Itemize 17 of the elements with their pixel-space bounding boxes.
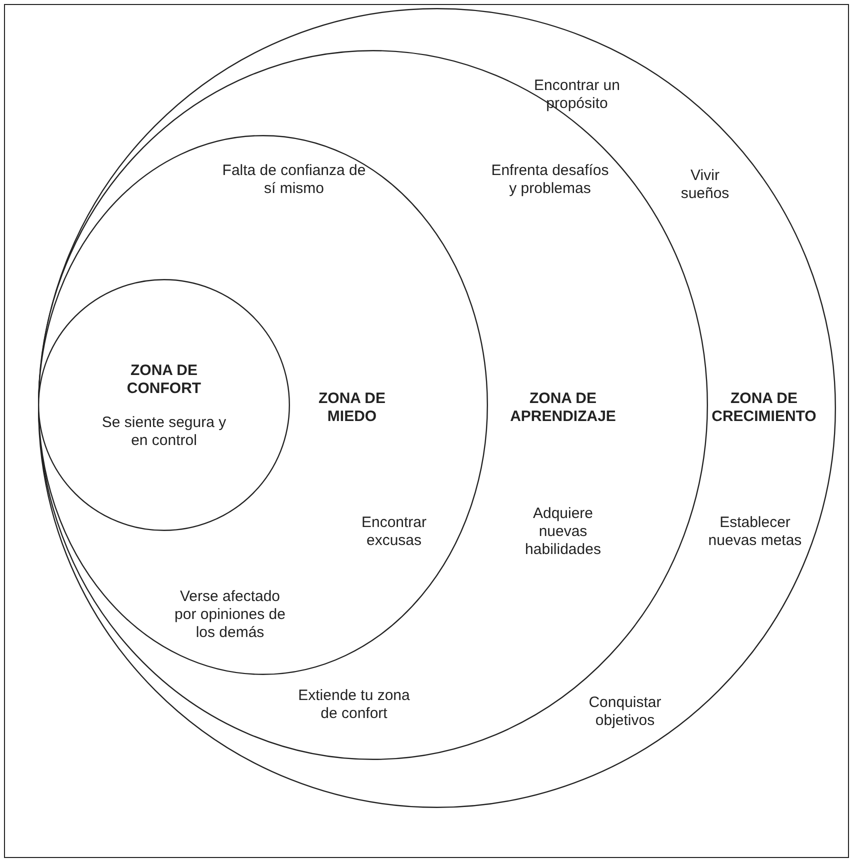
zone-item: Se siente segura y en control [100,414,228,450]
zone-circle [38,279,290,531]
zone-item: Adquiere nuevas habilidades [524,505,602,559]
zone-item: Verse afectado por opiniones de los demás [174,588,286,642]
zone-heading: ZONA DE APRENDIZAJE [509,390,617,426]
zone-item: Conquistar objetivos [588,694,662,730]
zone-heading: ZONA DE CRECIMIENTO [710,390,818,426]
zone-heading: ZONA DE MIEDO [318,390,386,426]
zone-item: Falta de confianza de sí mismo [221,162,367,198]
zone-item: Enfrenta desafíos y problemas [490,162,610,198]
zone-item: Vivir sueños [680,167,730,203]
zone-item: Encontrar un propósito [533,77,621,113]
zone-heading: ZONA DE CONFORT [126,362,202,398]
zone-item: Extiende tu zona de confort [297,687,411,723]
zone-item: Establecer nuevas metas [707,514,803,550]
zone-item: Encontrar excusas [360,514,428,550]
zone-circle [38,135,488,675]
